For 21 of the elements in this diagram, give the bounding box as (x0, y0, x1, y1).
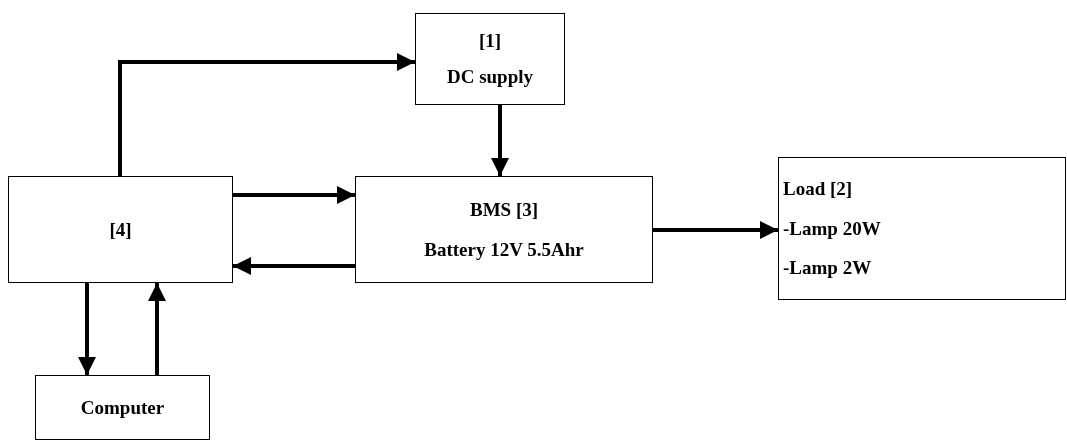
arrow (491, 105, 509, 176)
block-label: -Lamp 2W (783, 256, 872, 281)
block-label: Battery 12V 5.5Ahr (424, 237, 584, 262)
block-box (778, 157, 1066, 300)
arrow (653, 221, 778, 239)
arrow (233, 257, 355, 275)
block-box (35, 375, 210, 440)
arrow (118, 53, 415, 176)
arrow (148, 283, 166, 375)
block-label: BMS [3] (469, 197, 539, 222)
block-label: -Lamp 20W (783, 216, 881, 241)
arrow (78, 283, 96, 375)
block-box (8, 176, 233, 283)
block-label: [4] (109, 217, 132, 242)
block-label: Load [2] (783, 176, 853, 201)
block-label: Computer (80, 396, 165, 420)
block-label: DC supply (446, 65, 534, 89)
arrow (233, 186, 355, 204)
block-box (415, 13, 565, 105)
block-label: [1] (478, 29, 502, 53)
block-box (355, 176, 653, 283)
